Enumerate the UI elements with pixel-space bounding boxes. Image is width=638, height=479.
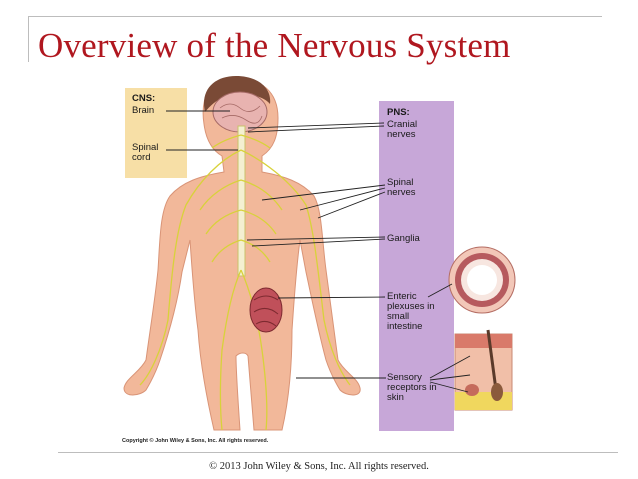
pns-label-spinal-nerves: Spinal nerves bbox=[387, 177, 416, 198]
small-intestine bbox=[249, 287, 283, 333]
top-rule bbox=[28, 16, 602, 17]
bottom-rule bbox=[58, 452, 618, 453]
cns-heading: CNS: bbox=[132, 93, 156, 104]
cns-panel bbox=[125, 88, 187, 178]
spinal-cord bbox=[237, 125, 246, 277]
nerves bbox=[139, 134, 351, 431]
pns-panel bbox=[379, 101, 454, 431]
cns-label-spinal-cord: Spinal cord bbox=[132, 142, 159, 163]
left-rule bbox=[28, 16, 29, 62]
slide-footer: © 2013 John Wiley & Sons, Inc. All right… bbox=[209, 461, 429, 472]
intestine-cross-section bbox=[448, 246, 516, 314]
skin-section bbox=[454, 329, 513, 411]
cns-label-brain: Brain bbox=[132, 105, 155, 116]
pns-heading: PNS: bbox=[387, 107, 410, 118]
slide-title: Overview of the Nervous System bbox=[38, 26, 511, 65]
pns-label-ganglia: Ganglia bbox=[387, 233, 420, 244]
pns-label-enteric-plexuses: Enteric plexuses in small intestine bbox=[387, 291, 435, 332]
pns-label-sensory-receptors: Sensory receptors in skin bbox=[387, 372, 437, 403]
figure-copyright: Copyright © John Wiley & Sons, Inc. All … bbox=[122, 438, 269, 444]
leader-lines bbox=[166, 110, 471, 393]
pns-label-cranial-nerves: Cranial nerves bbox=[387, 119, 418, 140]
